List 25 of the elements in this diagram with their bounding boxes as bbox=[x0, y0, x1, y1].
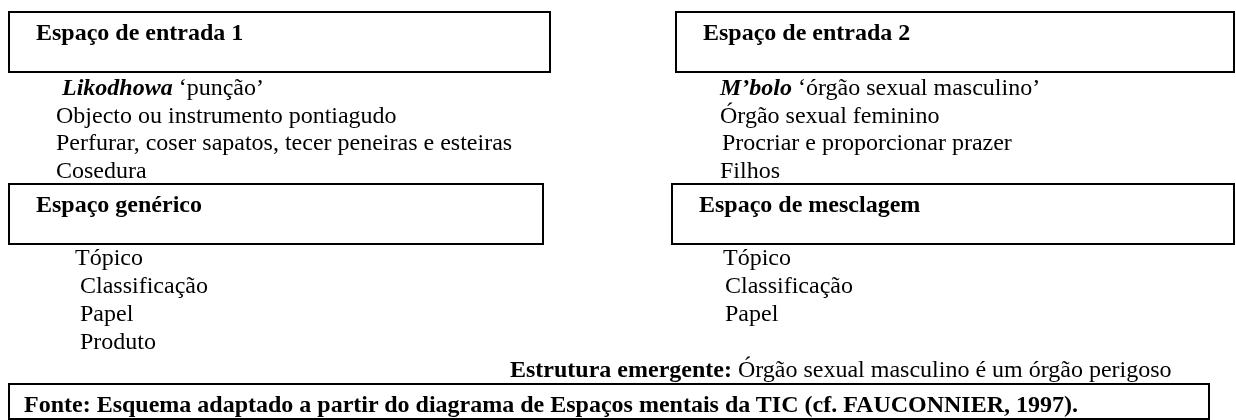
text-line: Perfurar, coser sapatos, tecer peneiras e esteiras bbox=[56, 129, 513, 157]
labeled-box bbox=[8, 383, 1210, 420]
box-heading: Espaço de mesclagem bbox=[699, 191, 921, 218]
labeled-box bbox=[8, 11, 551, 73]
labeled-box bbox=[8, 183, 544, 245]
text-line: Tópico bbox=[75, 244, 143, 271]
text-line: Papel bbox=[725, 300, 779, 327]
text-line: Papel bbox=[80, 300, 134, 327]
text-line: Classificação bbox=[80, 272, 208, 299]
box-heading: Espaço de entrada 1 bbox=[36, 19, 244, 46]
text-line: Cosedura bbox=[56, 157, 147, 185]
box-heading: Fonte: Esquema adaptado a partir do diagrama de Espaços mentais da TIC (cf. FAUCONNIER, 1997). bbox=[24, 391, 1079, 418]
text-line: Produto bbox=[80, 328, 156, 355]
text-line: Filhos bbox=[720, 157, 781, 185]
text-line: M’bolo ‘órgão sexual masculino’ bbox=[720, 74, 1041, 101]
text-line: Classificação bbox=[725, 272, 853, 299]
labeled-box bbox=[675, 11, 1235, 73]
labeled-box bbox=[671, 183, 1235, 245]
box-heading: Espaço genérico bbox=[36, 191, 202, 218]
text-line: Tópico bbox=[723, 244, 791, 271]
text-line: Likodhowa ‘punção’ bbox=[62, 74, 264, 101]
text-line: Objecto ou instrumento pontiagudo bbox=[56, 101, 397, 129]
box-heading: Espaço de entrada 2 bbox=[703, 19, 911, 46]
text-line: Procriar e proporcionar prazer bbox=[722, 129, 1012, 157]
text-line: Órgão sexual feminino bbox=[720, 101, 940, 129]
